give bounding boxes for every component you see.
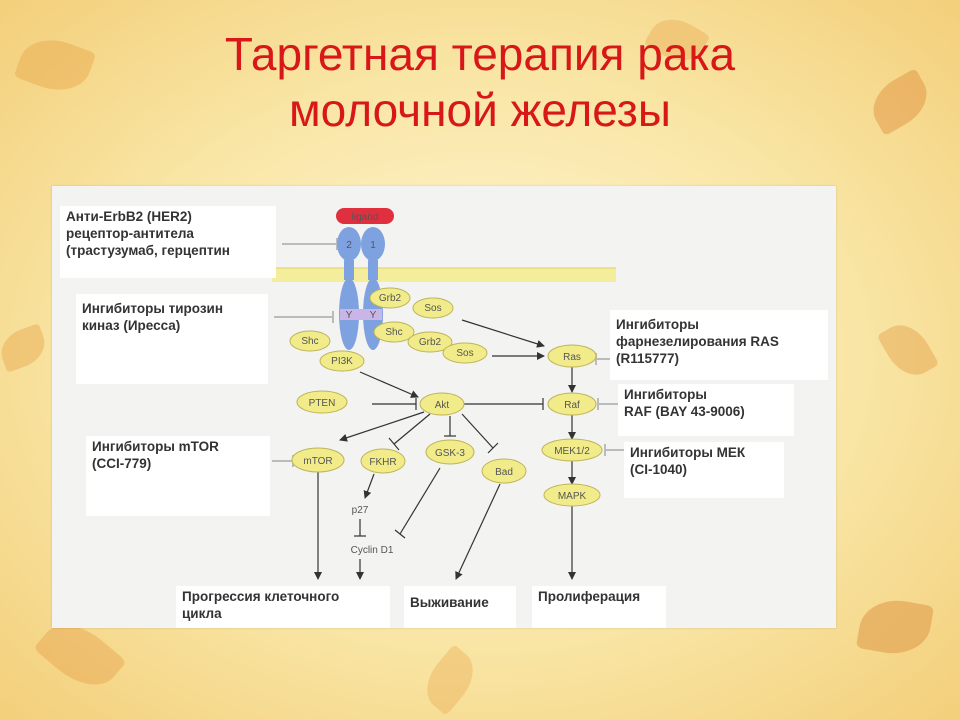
node-akt: Akt	[419, 392, 465, 416]
receptor-stalk-1	[368, 260, 378, 280]
node-cyclin-d1: Cyclin D1	[351, 545, 394, 556]
inhibit-gsk3-cyclin	[399, 467, 441, 535]
leaf-decoration	[415, 644, 485, 716]
arrow-fkhr-to-p27	[363, 473, 375, 499]
outcome-cell-cycle-line-1: Прогрессия клеточного	[182, 589, 340, 604]
node-label: Shc	[301, 336, 318, 347]
node-mek: MEK1/2	[541, 438, 603, 462]
receptor-label-2: 2	[346, 240, 352, 251]
node-mapk: MAPK	[543, 483, 601, 507]
mtor-inhibitors-box: Ингибиторы mTOR (CCI-779)	[86, 436, 270, 516]
tki-line-1: Ингибиторы тирозин	[82, 301, 224, 316]
node-ras: Ras	[547, 344, 597, 368]
node-label: Sos	[424, 303, 441, 314]
receptor-domain-1	[361, 227, 385, 261]
title-line-1: Таргетная терапия рака	[224, 28, 736, 80]
ras-inh-line-1: Ингибиторы	[616, 317, 699, 332]
node-fkhr: FKHR	[360, 448, 406, 474]
anti-erbb2-line-3: (трастузумаб, герцептин	[66, 243, 230, 258]
mek-inhibitors-box: Ингибиторы МЕК (CI-1040)	[624, 442, 784, 498]
arrow-pi3k-to-akt	[359, 371, 419, 398]
node-label: Akt	[435, 400, 450, 411]
node-gsk3: GSK-3	[425, 439, 475, 465]
arrow-bad-to-survival	[455, 483, 501, 580]
receptor-domain-2	[337, 227, 361, 261]
node-grb2-top: Grb2	[369, 287, 411, 309]
ras-inh-line-3: (R115777)	[616, 351, 680, 366]
node-shc-right: Shc	[373, 321, 415, 343]
node-label: Grb2	[379, 293, 402, 304]
title-line-2: молочной железы	[289, 84, 671, 136]
outcome-survival-label: Выживание	[410, 595, 489, 610]
node-label: MAPK	[558, 491, 587, 502]
mek-inh-line-1: Ингибиторы МЕК	[630, 445, 746, 460]
node-label: Raf	[564, 400, 580, 411]
inhibit-bar	[394, 529, 406, 539]
inhibit-akt-bad	[461, 413, 494, 449]
leaf-decoration	[855, 594, 935, 660]
node-label: PI3K	[331, 356, 353, 367]
node-p27: p27	[352, 505, 369, 516]
receptor-stalk-2	[344, 260, 354, 280]
leaf-decoration	[0, 323, 51, 373]
receptor-label-1: 1	[370, 240, 376, 251]
node-label: PTEN	[309, 398, 336, 409]
outcome-cell-cycle-box: Прогрессия клеточного цикла	[176, 586, 390, 628]
node-label: Ras	[563, 352, 581, 363]
node-grb2-mid: Grb2	[407, 331, 453, 353]
node-bad: Bad	[481, 458, 527, 484]
inhibit-akt-fkhr	[393, 413, 431, 445]
raf-inh-line-1: Ингибиторы	[624, 387, 707, 402]
outcome-cell-cycle-line-2: цикла	[182, 606, 222, 621]
kinase-band	[340, 309, 382, 320]
raf-inhibitors-box: Ингибиторы RAF (BAY 43-9006)	[618, 384, 794, 436]
node-label: MEK1/2	[554, 446, 590, 457]
arrow-sos-to-ras	[461, 319, 545, 348]
node-shc-left: Shc	[289, 330, 331, 352]
inhibit-bar	[487, 442, 499, 454]
mtor-inh-line-2: (CCI-779)	[92, 456, 152, 471]
outcome-proliferation-label: Пролиферация	[538, 589, 641, 604]
node-raf: Raf	[547, 392, 597, 416]
node-mtor: mTOR	[291, 447, 345, 473]
node-pten: PTEN	[296, 390, 348, 414]
node-label: mTOR	[303, 456, 332, 467]
ligand-shape	[336, 208, 394, 224]
node-sos-top: Sos	[412, 297, 454, 319]
ras-inhibitors-box: Ингибиторы фарнезелирования RAS (R115777…	[610, 310, 828, 380]
node-sos-mid: Sos	[442, 342, 488, 364]
node-label: Sos	[456, 348, 473, 359]
arrow-akt-to-mtor	[339, 411, 425, 442]
outcome-survival-box: Выживание	[404, 586, 516, 628]
leaf-decoration	[876, 315, 940, 385]
tki-inhibitors-box: Ингибиторы тирозин киназ (Иресса)	[76, 294, 268, 384]
slide-title: Таргетная терапия рака молочной железы	[0, 26, 960, 138]
node-label: FKHR	[369, 457, 396, 468]
tki-line-2: киназ (Иресса)	[82, 318, 181, 333]
ras-inh-line-2: фарнезелирования RAS	[616, 334, 779, 349]
anti-erbb2-line-1: Анти-ErbB2 (HER2)	[66, 209, 192, 224]
node-label: GSK-3	[435, 448, 465, 459]
signaling-pathway-diagram: ligand 2 1 Y Y	[272, 208, 624, 580]
anti-erbb2-box: Анти-ErbB2 (HER2) рецептор-антитела (тра…	[60, 206, 276, 278]
ligand-label: ligand	[352, 212, 379, 223]
outcome-proliferation-box: Пролиферация	[532, 586, 666, 628]
mek-inh-line-2: (CI-1040)	[630, 462, 688, 477]
node-label: Shc	[385, 327, 402, 338]
node-label: Grb2	[419, 337, 442, 348]
mtor-inh-line-1: Ингибиторы mTOR	[92, 439, 219, 454]
cell-membrane	[272, 268, 616, 282]
kinase-label-1: Y	[370, 310, 377, 321]
raf-inh-line-2: RAF (BAY 43-9006)	[624, 404, 745, 419]
kinase-label-2: Y	[346, 310, 353, 321]
node-pi3k: PI3K	[319, 350, 365, 372]
anti-erbb2-line-2: рецептор-антитела	[66, 226, 194, 241]
inhibit-bar	[388, 437, 400, 451]
node-label: Bad	[495, 467, 513, 478]
pathway-diagram-panel: ligand 2 1 Y Y	[52, 186, 836, 628]
